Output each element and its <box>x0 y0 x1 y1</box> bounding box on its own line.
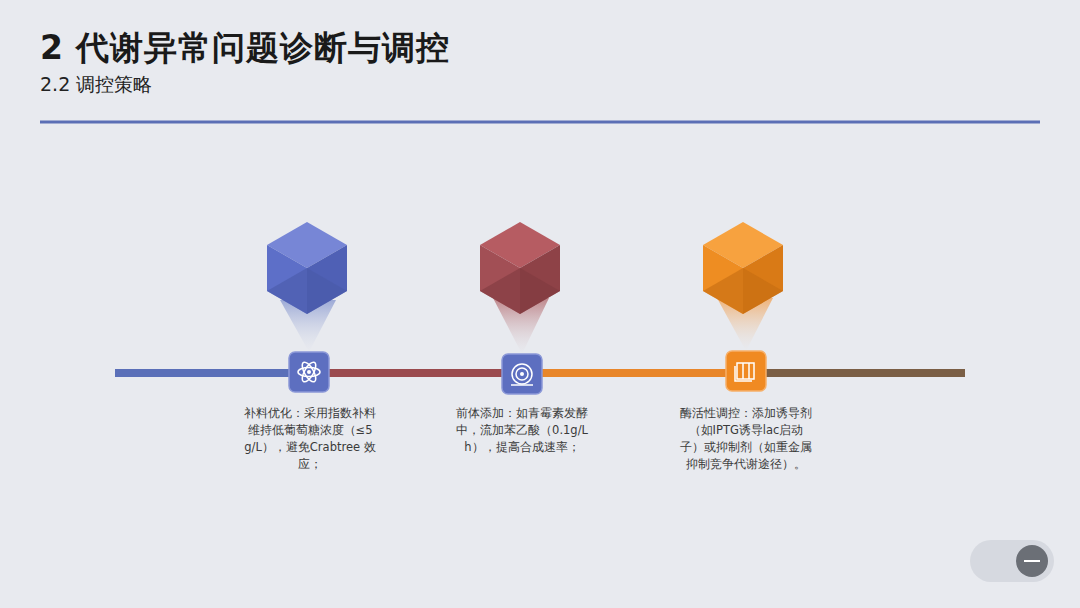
step-text: 酶活性调控：添加诱导剂（如IPTG诱导lac启动子）或抑制剂（如重金属抑制竞争代… <box>680 405 812 473</box>
timeline-segment <box>525 369 747 377</box>
timeline-segment <box>311 369 525 377</box>
cube <box>480 222 560 314</box>
target-icon <box>502 354 542 394</box>
section-subtitle: 2.2 调控策略 <box>40 72 152 98</box>
layers-icon <box>726 351 766 391</box>
toggle-widget <box>970 540 1054 582</box>
cube <box>703 222 783 314</box>
step-text: 前体添加：如青霉素发酵中，流加苯乙酸（0.1g/L h），提高合成速率； <box>456 405 588 456</box>
slide-title: 2 代谢异常问题诊断与调控 <box>40 26 450 71</box>
header-rule <box>40 121 1040 124</box>
timeline-segment <box>747 369 965 377</box>
timeline-segment <box>115 369 311 377</box>
step-text: 补料优化：采用指数补料维持低葡萄糖浓度（≤5g/L），避免Crabtree 效应… <box>244 405 376 473</box>
cube <box>267 222 347 314</box>
atom-icon <box>289 352 329 392</box>
